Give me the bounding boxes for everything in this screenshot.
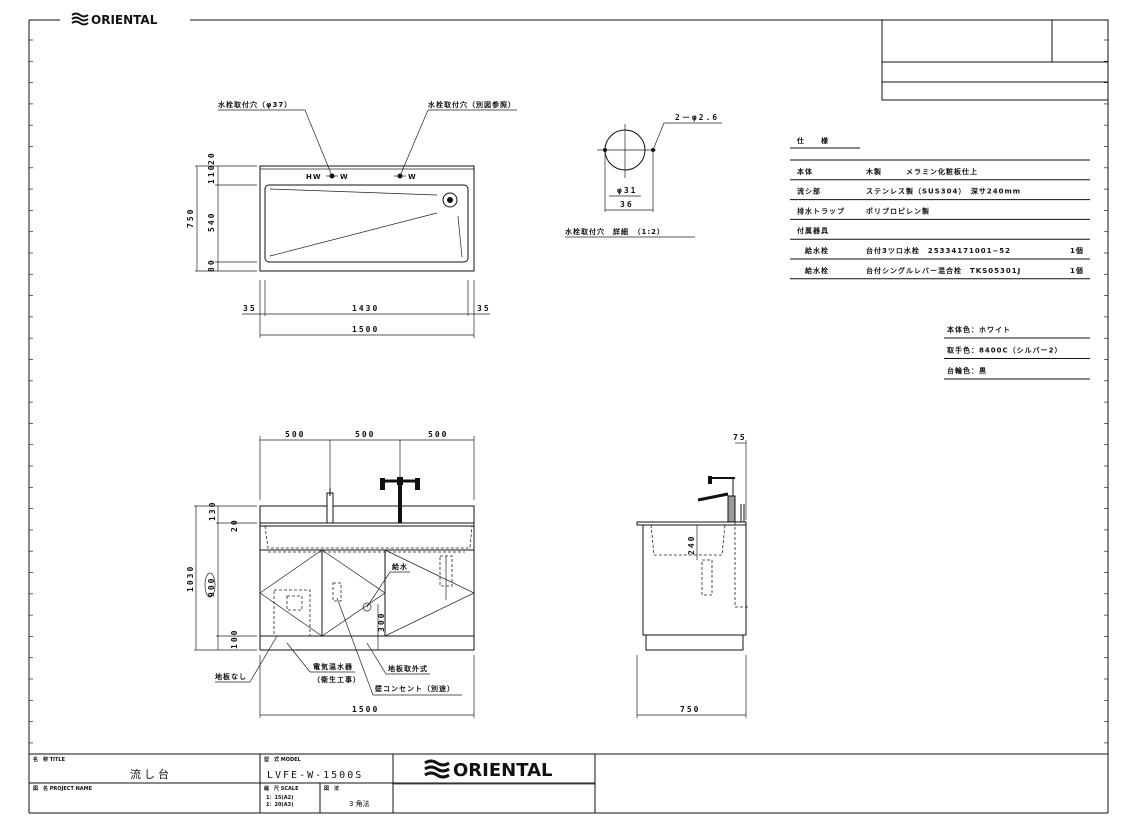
- scale-a3: 1：20(A3): [266, 802, 293, 808]
- hole-label-left: 水栓取付穴（φ37）: [218, 100, 292, 109]
- scale-a2: 1：15(A2): [266, 795, 293, 801]
- header-logo: ORIENTAL: [71, 12, 158, 27]
- dim-130: 130: [208, 501, 217, 521]
- water-heater-outline: [273, 589, 311, 637]
- heater-note-label: （衛生工事）: [313, 675, 361, 684]
- spec-desc: 台付シングルレバー混合栓 TKS05301J: [866, 266, 1021, 275]
- scale-caption: 縮 尺 SCALE: [264, 785, 299, 792]
- hw-label: HW: [306, 173, 322, 181]
- spec-title: 仕 様: [796, 136, 829, 145]
- holes-label: 2－φ2.6: [675, 113, 719, 122]
- title-caption: 名 称 TITLE: [33, 756, 66, 763]
- drain-icon: [442, 192, 458, 208]
- spec-desc: 台付3ツロ水栓 25334171001−52: [866, 246, 1011, 255]
- method-caption: 図 法: [324, 785, 339, 792]
- wave-logo-icon: [424, 759, 450, 779]
- dim-20: 20: [230, 518, 239, 532]
- spec-desc: 木製 メラミン化粧板仕上: [865, 167, 978, 176]
- spec-item: 給水栓: [805, 246, 829, 255]
- dim-31: φ31: [617, 186, 637, 195]
- wave-logo-icon: [71, 12, 89, 26]
- w-label: W: [408, 173, 417, 181]
- dim-75: 75: [733, 433, 747, 442]
- model-number: LVFE-W-1500S: [267, 770, 363, 781]
- logo-text: ORIENTAL: [91, 13, 158, 27]
- dim-20: 20: [207, 151, 216, 165]
- dim-500: 500: [428, 430, 448, 439]
- three-way-faucet-icon: [380, 477, 420, 523]
- dim-900: 900: [207, 577, 216, 597]
- spec-item: 本体: [796, 167, 813, 176]
- logo-text: ORIENTAL: [453, 760, 553, 781]
- dim-80: 80: [207, 258, 216, 272]
- spec-item: 給水栓: [805, 266, 829, 275]
- dim-36: 36: [620, 200, 634, 209]
- spec-desc: ポリプロピレン製: [866, 206, 930, 215]
- no-floor-label: 地板なし: [215, 672, 247, 681]
- removable-floor-label: 地板取外式: [388, 664, 428, 673]
- color-spec: 取手色：8400C（シルバー2）: [947, 346, 1063, 355]
- spec-qty: 1個: [1070, 266, 1084, 275]
- drawing-title: 流し台: [130, 767, 172, 781]
- plan-view: HW W W 水栓取付穴（φ37） 水栓取付穴（別図参照） 750 20 110…: [186, 100, 517, 338]
- model-caption: 型 式 MODEL: [264, 756, 302, 763]
- color-spec: 本体色：ホワイト: [946, 325, 1011, 334]
- dim-110: 110: [207, 164, 216, 184]
- dim-240: 240: [687, 535, 696, 555]
- title-logo: ORIENTAL: [424, 759, 553, 781]
- hole-detail-caption: 水栓取付穴 詳細 （1:2）: [565, 227, 665, 236]
- dim-750: 750: [680, 705, 700, 714]
- hole-label-right: 水栓取付穴（別図参照）: [428, 100, 516, 109]
- sheet-frame: [28, 19, 1109, 814]
- single-lever-faucet-icon: [326, 488, 334, 524]
- revision-box: [881, 19, 1109, 101]
- title-block: 名 称 TITLE 流し台 図 名 PROJECT NAME 型 式 MODEL…: [29, 753, 1108, 813]
- side-view: 240 75 750: [636, 433, 749, 718]
- projection-method: 3 角法: [349, 799, 370, 808]
- water-supply-label: 給水: [392, 562, 408, 571]
- project-caption: 図 名 PROJECT NAME: [33, 785, 93, 792]
- dim-500: 500: [285, 430, 305, 439]
- heater-label: 電気温水器: [313, 662, 353, 671]
- dim-1500: 1500: [352, 325, 379, 334]
- dim-540: 540: [207, 212, 216, 232]
- spec-item: 流シ部: [797, 187, 821, 196]
- color-spec: 台輪色：黒: [947, 366, 987, 375]
- dim-300: 300: [377, 612, 386, 632]
- dim-100: 100: [230, 629, 239, 649]
- spec-desc: ステンレス製（SUS304） 深サ240mm: [866, 187, 1021, 196]
- hole-detail: 2－φ2.6 φ31 36 水栓取付穴 詳細 （1:2）: [565, 113, 722, 238]
- water-supply-icon: [362, 602, 372, 612]
- dim-1030: 1030: [186, 565, 195, 592]
- dim-750: 750: [186, 208, 195, 228]
- dim-35-right: 35: [477, 304, 491, 313]
- dim-500: 500: [355, 430, 375, 439]
- spec-item: 付属器具: [797, 226, 829, 235]
- outlet-outline: [332, 582, 342, 602]
- front-view: 500 500 500 1030 130 20 900 100 3: [186, 430, 475, 718]
- spec-qty: 1個: [1070, 246, 1084, 255]
- dim-1430: 1430: [352, 304, 379, 313]
- side-faucet-icon: [697, 476, 736, 523]
- w-label: W: [340, 173, 349, 181]
- spec-item: 排水トラップ: [797, 206, 845, 215]
- trap-icon: [701, 559, 713, 596]
- outlet-label: 壁コンセント（別途）: [375, 684, 455, 693]
- dim-1500: 1500: [352, 705, 379, 714]
- drain-trap-icon: [439, 555, 453, 600]
- dim-35-left: 35: [243, 304, 257, 313]
